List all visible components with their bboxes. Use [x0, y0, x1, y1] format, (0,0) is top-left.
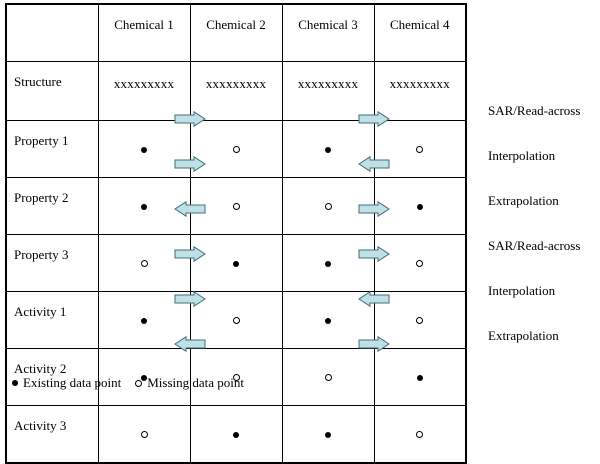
data-cell — [189, 234, 283, 292]
arrow-right-icon — [358, 110, 390, 128]
method-label: Interpolation — [488, 148, 556, 163]
existing-dot-icon — [12, 380, 18, 386]
method-label: SAR/Read-across — [488, 103, 581, 118]
row-label: Activity 2 — [5, 348, 99, 406]
chemical-1-header: Chemical 1 — [97, 3, 191, 62]
row-label: Activity 1 — [5, 291, 99, 349]
data-cell — [373, 348, 467, 406]
existing-dot-icon — [141, 318, 147, 324]
legend-missing-label: Missing data point — [147, 375, 244, 390]
legend: Existing data point Missing data point — [12, 375, 244, 391]
missing-dot-icon — [416, 431, 424, 438]
chemical-4-header: Chemical 4 — [373, 3, 467, 62]
read-across-table: Chemical 1 Chemical 2 Chemical 3 Chemica… — [5, 3, 467, 464]
existing-dot-icon — [325, 147, 331, 153]
data-cell — [373, 177, 467, 235]
data-cell — [281, 120, 375, 178]
arrow-left-icon — [174, 335, 206, 353]
data-cell — [97, 405, 191, 464]
data-cell — [281, 405, 375, 464]
arrow-right-icon — [174, 245, 206, 263]
row-label: Activity 3 — [5, 405, 99, 464]
missing-dot-icon — [232, 203, 240, 210]
missing-dot-icon — [232, 374, 240, 381]
arrow-left-icon — [174, 200, 206, 218]
data-row: Property 1 — [5, 120, 467, 178]
data-row: Property 2 — [5, 177, 467, 235]
missing-dot-icon — [232, 146, 240, 153]
missing-dot-icon — [232, 317, 240, 324]
structure-cell: xxxxxxxxx — [373, 61, 467, 121]
data-cell — [373, 234, 467, 292]
arrow-right-icon — [174, 155, 206, 173]
missing-dot-icon — [416, 146, 424, 153]
structure-label: Structure — [5, 61, 99, 121]
existing-dot-icon — [233, 432, 239, 438]
data-cell — [189, 405, 283, 464]
structure-cell: xxxxxxxxx — [189, 61, 283, 121]
data-cell — [189, 291, 283, 349]
missing-dot-icon — [140, 431, 148, 438]
arrow-left-icon — [358, 290, 390, 308]
missing-dot-icon — [324, 374, 332, 381]
arrow-left-icon — [358, 155, 390, 173]
existing-dot-icon — [325, 261, 331, 267]
missing-dot-icon — [324, 203, 332, 210]
data-cell — [97, 234, 191, 292]
existing-dot-icon — [416, 204, 423, 210]
arrow-right-icon — [358, 335, 390, 353]
method-label: Extrapolation — [488, 193, 559, 208]
data-cell — [189, 120, 283, 178]
row-label: Property 1 — [5, 120, 99, 178]
missing-dot-icon — [416, 317, 424, 324]
chemical-2-header: Chemical 2 — [189, 3, 283, 62]
method-label: Extrapolation — [488, 328, 559, 343]
missing-dot-icon — [416, 260, 424, 267]
chemical-3-header: Chemical 3 — [281, 3, 375, 62]
data-row: Property 3 — [5, 234, 467, 292]
data-cell — [281, 291, 375, 349]
row-label: Property 3 — [5, 234, 99, 292]
arrow-right-icon — [358, 245, 390, 263]
structure-row: Structure xxxxxxxxx xxxxxxxxx xxxxxxxxx … — [5, 61, 467, 121]
legend-existing-label: Existing data point — [23, 375, 122, 390]
existing-dot-icon — [325, 318, 331, 324]
arrow-right-icon — [358, 200, 390, 218]
data-cell — [189, 348, 283, 406]
data-cell — [373, 405, 467, 464]
existing-dot-icon — [325, 432, 331, 438]
existing-dot-icon — [141, 375, 147, 381]
header-row: Chemical 1 Chemical 2 Chemical 3 Chemica… — [5, 3, 467, 62]
missing-dot-icon — [135, 379, 143, 387]
data-cell — [281, 234, 375, 292]
data-row: Activity 1 — [5, 291, 467, 349]
existing-dot-icon — [416, 375, 423, 381]
method-label: Interpolation — [488, 283, 556, 298]
arrow-right-icon — [174, 290, 206, 308]
existing-dot-icon — [141, 204, 147, 210]
data-row: Activity 3 — [5, 405, 467, 464]
missing-dot-icon — [140, 260, 148, 267]
existing-dot-icon — [141, 147, 147, 153]
arrow-right-icon — [174, 110, 206, 128]
method-label: SAR/Read-across — [488, 238, 581, 253]
corner-cell — [5, 3, 99, 62]
row-label: Property 2 — [5, 177, 99, 235]
data-cell — [281, 348, 375, 406]
existing-dot-icon — [233, 261, 239, 267]
structure-cell: xxxxxxxxx — [97, 61, 191, 121]
